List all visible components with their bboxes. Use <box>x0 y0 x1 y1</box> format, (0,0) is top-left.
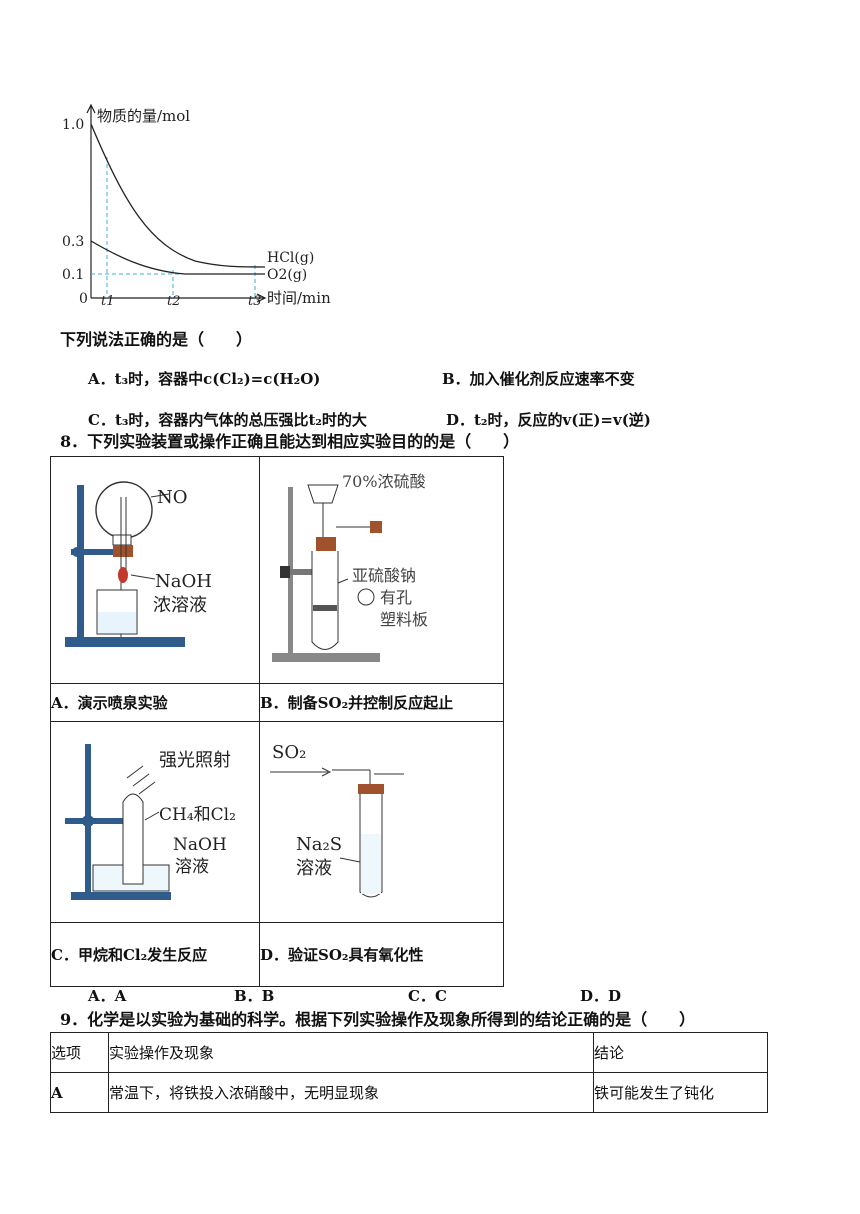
y-axis-label: 物质的量/mol <box>97 107 190 125</box>
label-ch4-cl2: CH₄和Cl₂ <box>159 805 236 825</box>
q7-option-d[interactable]: D．t₂时，反应的v(正)=v(逆) <box>446 411 651 429</box>
q7-option-a[interactable]: A．t₃时，容器中c(Cl₂)=c(H₂O) <box>88 370 321 388</box>
q8-stem: 8．下列实验装置或操作正确且能达到相应实验目的的是（ ） <box>60 432 520 451</box>
caption-a: A．演示喷泉实验 <box>50 683 260 722</box>
series-line-hcl <box>90 123 266 268</box>
cell-a-figure: NO NaOH 浓溶液 <box>50 456 260 684</box>
cell-c-figure: 强光照射 CH₄和Cl₂ NaOH 溶液 <box>50 721 260 923</box>
caption-c: C．甲烷和Cl₂发生反应 <box>50 922 260 987</box>
label-solution: 溶液 <box>175 857 209 877</box>
q8-answer-b[interactable]: B．B <box>234 987 275 1005</box>
cell-d-figure: SO₂ Na₂S 溶液 <box>259 721 504 923</box>
x-tick-label: t2 <box>167 294 181 309</box>
label-naoh: NaOH <box>173 835 227 855</box>
label-naoh: NaOH <box>155 571 212 592</box>
amount-vs-time-chart: 物质的量/mol 时间/min 0 1.0 0.3 0.1 t1 t2 t3 H… <box>62 103 331 309</box>
x-axis-label: 时间/min <box>267 289 331 307</box>
label-sodium-sulfite: 亚硫酸钠 <box>352 566 416 585</box>
q9-row-option: A <box>50 1072 109 1113</box>
series-label-o2: O2(g) <box>267 267 307 283</box>
q9-table: 选项 实验操作及现象 结论 A 常温下，将铁投入浓硝酸中，无明显现象 铁可能发生… <box>50 1032 768 1113</box>
methane-chlorination-apparatus: 强光照射 CH₄和Cl₂ NaOH 溶液 <box>65 744 236 900</box>
q9-stem: 9．化学是以实验为基础的科学。根据下列实验操作及现象所得到的结论正确的是（ ） <box>60 1010 696 1029</box>
origin-label: 0 <box>79 291 88 307</box>
label-solution: 溶液 <box>296 858 332 879</box>
label-plastic-plate: 塑料板 <box>380 610 428 629</box>
label-na2s: Na₂S <box>296 834 342 855</box>
q8-apparatus-table: NO NaOH 浓溶液 70%浓硫酸 亚硫酸钠 <box>50 456 504 987</box>
q9-header-conclusion: 结论 <box>593 1032 768 1073</box>
q7-option-c[interactable]: C．t₃时，容器内气体的总压强比t₂时的大 <box>88 411 367 429</box>
y-tick-label: 1.0 <box>62 117 84 133</box>
table-row: A 常温下，将铁投入浓硝酸中，无明显现象 铁可能发生了钝化 <box>50 1072 768 1113</box>
q9-header-option: 选项 <box>50 1032 109 1073</box>
cell-b-figure: 70%浓硫酸 亚硫酸钠 有孔 塑料板 <box>259 456 504 684</box>
series-label-hcl: HCl(g) <box>267 250 314 266</box>
q9-header-operation: 实验操作及现象 <box>108 1032 594 1073</box>
x-axis-arrow <box>256 293 267 303</box>
q8-answer-c[interactable]: C．C <box>408 987 447 1005</box>
label-strong-light: 强光照射 <box>159 750 231 771</box>
so2-generator-apparatus: 70%浓硫酸 亚硫酸钠 有孔 塑料板 <box>272 472 428 662</box>
y-tick-label: 0.3 <box>62 234 84 250</box>
label-so2: SO₂ <box>272 742 306 763</box>
label-sulfuric-acid: 70%浓硫酸 <box>342 472 426 491</box>
so2-oxidation-apparatus: SO₂ Na₂S 溶液 <box>270 742 404 898</box>
q9-row-conclusion: 铁可能发生了钝化 <box>593 1072 768 1113</box>
caption-b: B．制备SO₂并控制反应起止 <box>259 683 504 722</box>
q8-answer-d[interactable]: D．D <box>580 987 622 1005</box>
label-perforated: 有孔 <box>380 588 412 607</box>
q7-stem: 下列说法正确的是（ ） <box>60 330 253 349</box>
y-tick-label: 0.1 <box>62 267 84 283</box>
q7-option-b[interactable]: B．加入催化剂反应速率不变 <box>442 370 635 388</box>
fountain-apparatus: NO NaOH 浓溶液 <box>65 481 212 647</box>
label-concentrated-solution: 浓溶液 <box>153 595 207 616</box>
q9-row-operation: 常温下，将铁投入浓硝酸中，无明显现象 <box>108 1072 594 1113</box>
caption-d: D．验证SO₂具有氧化性 <box>259 922 504 987</box>
y-axis-arrow <box>86 103 96 114</box>
series-line-o2 <box>90 240 265 275</box>
label-no: NO <box>157 487 188 508</box>
x-tick-label: t1 <box>101 294 115 309</box>
x-tick-label: t3 <box>248 294 262 309</box>
q8-answer-a[interactable]: A．A <box>88 987 127 1005</box>
